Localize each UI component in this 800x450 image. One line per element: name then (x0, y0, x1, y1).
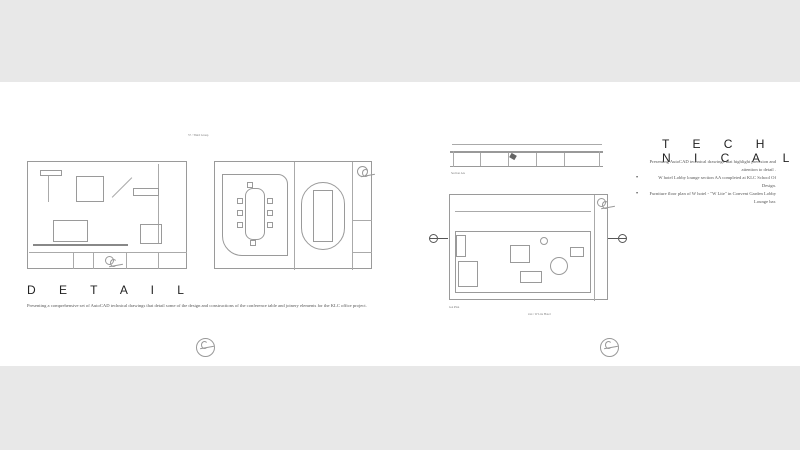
section-aa-label: Section AA (451, 171, 465, 175)
bullet-item: W hotel Lobby lounge section AA complete… (636, 174, 776, 190)
bullet-item: Furniture floor plan of W hotel - "W Lit… (636, 190, 776, 206)
section-marker-right-icon (618, 234, 627, 243)
joinery-detail-drawing (27, 161, 187, 269)
section-heading-detail: D E T A I L (27, 283, 194, 297)
portfolio-spread: 57 / Third Group (0, 82, 800, 366)
page-caption-bottom: xxx / W Lite Hotel (528, 312, 551, 316)
technical-description: Presenting AutoCAD technical drawings th… (636, 158, 776, 206)
brand-logo-icon (196, 338, 215, 357)
page-caption-top: 57 / Third Group (188, 133, 209, 137)
technical-intro: Presenting AutoCAD technical drawings th… (649, 159, 776, 172)
technical-bullet-list: W hotel Lobby lounge section AA complete… (636, 174, 776, 206)
floor-plan-drawing (449, 194, 609, 301)
section-heading-technical: T E C H N I C A L (662, 137, 800, 165)
section-aa-drawing (450, 144, 603, 167)
section-marker-left-icon (429, 234, 438, 243)
brand-logo-icon (600, 338, 619, 357)
detail-description: Presenting a comprehensive set of AutoCA… (27, 303, 367, 308)
conference-table-drawing (214, 161, 372, 270)
ga-plan-label: GA Plan (449, 305, 460, 309)
